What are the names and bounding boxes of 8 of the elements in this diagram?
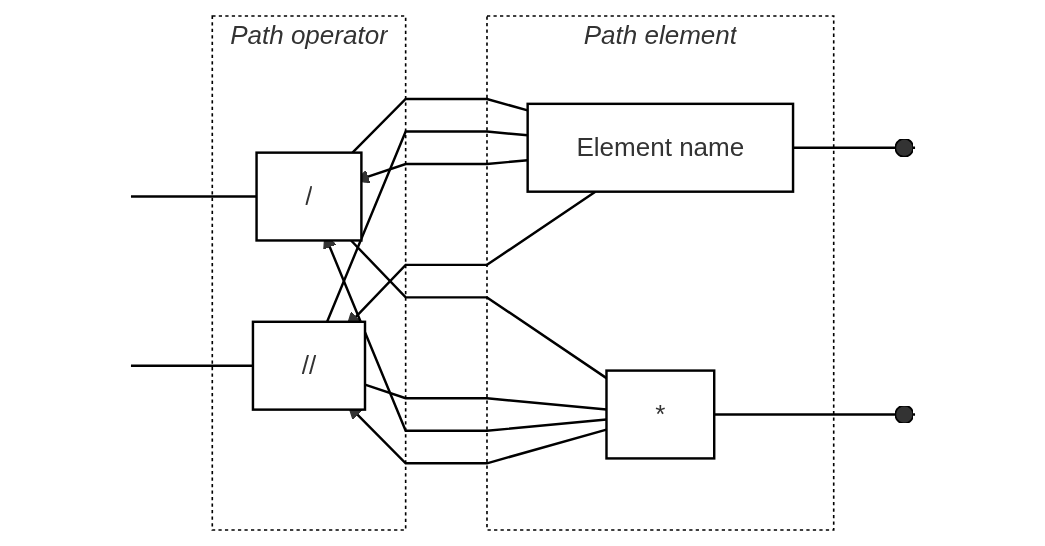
connector — [713, 404, 915, 425]
node-box: * — [604, 369, 715, 460]
node-box: Element name — [525, 102, 794, 193]
node-box: // — [251, 320, 366, 411]
connector — [130, 364, 253, 367]
connector — [792, 137, 915, 158]
connector — [130, 195, 257, 198]
node-box: / — [254, 151, 363, 242]
